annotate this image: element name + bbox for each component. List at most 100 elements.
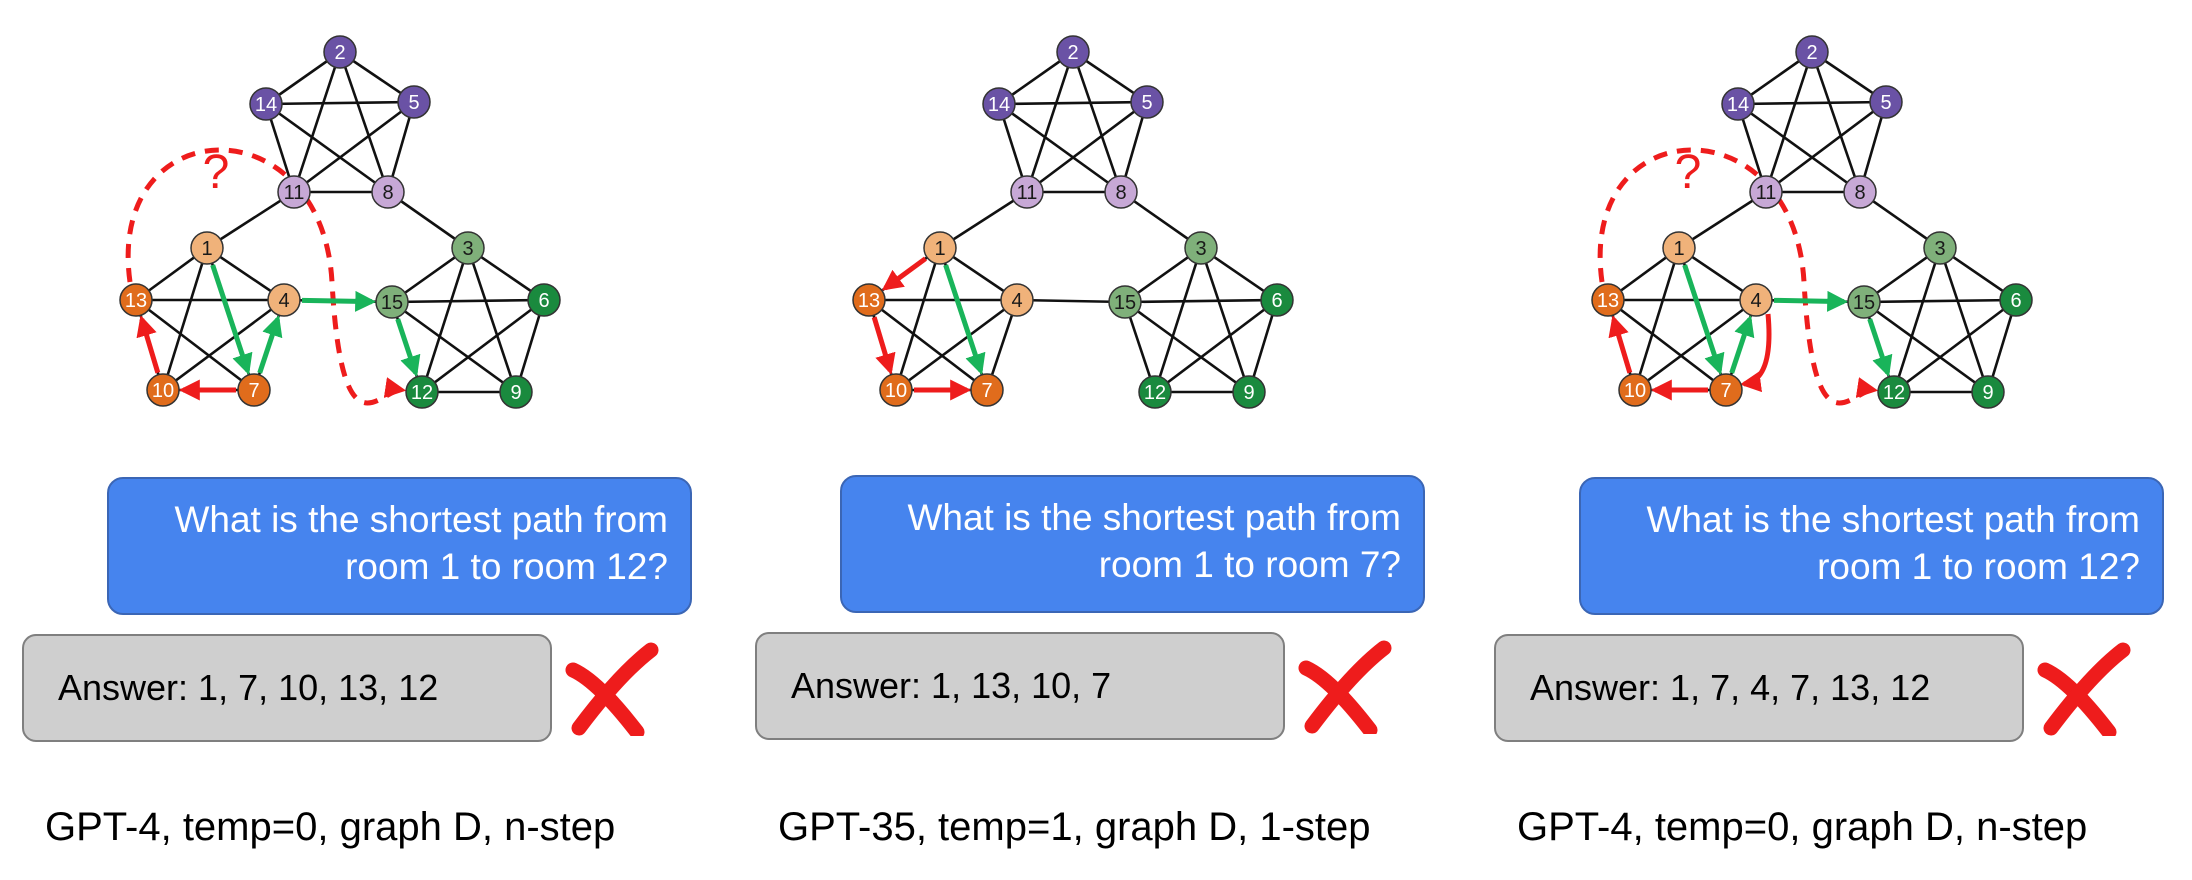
graph-node-2: 2 xyxy=(323,35,357,69)
graph-node-9: 9 xyxy=(1232,375,1266,409)
graph-edge-2-8 xyxy=(338,51,390,193)
graph-edge-1-10 xyxy=(894,247,942,391)
graph-node-7: 7 xyxy=(237,373,271,407)
graph-node-label: 14 xyxy=(1727,94,1749,116)
graph-edge-2-8 xyxy=(1810,51,1862,193)
graph-edge-3-12 xyxy=(420,247,470,393)
graph-node-label: 4 xyxy=(1011,290,1022,312)
path-arrow-15-12 xyxy=(395,318,421,378)
graph-node-label: 5 xyxy=(408,92,419,114)
graph-node-label: 8 xyxy=(1854,182,1865,204)
graph-edge-2-8 xyxy=(1071,51,1123,193)
graph-node-label: 14 xyxy=(988,94,1010,116)
dashed-path-arrow xyxy=(125,147,407,406)
graph-edge-4-10 xyxy=(1634,298,1757,392)
graph-edge-15-6 xyxy=(1863,298,2017,304)
graph-edge-2-11 xyxy=(1764,51,1814,193)
graph-node-10: 10 xyxy=(1618,373,1652,407)
answer-text: Answer: 1, 7, 10, 13, 12 xyxy=(58,667,439,708)
question-line-1: What is the shortest path from xyxy=(907,497,1401,538)
graph-node-12: 12 xyxy=(405,375,439,409)
graph-edge-14-8 xyxy=(265,102,389,194)
graph-edge-14-8 xyxy=(998,102,1122,194)
caption: GPT-4, temp=0, graph D, n-step xyxy=(45,805,616,849)
caption: GPT-35, temp=1, graph D, 1-step xyxy=(778,805,1371,849)
path-arrow-15-12 xyxy=(1867,318,1893,378)
graph-node-label: 11 xyxy=(284,182,305,204)
graph-node-12: 12 xyxy=(1877,375,1911,409)
graph-edge-14-8 xyxy=(1737,102,1861,194)
path-arrow-1-7 xyxy=(210,264,253,376)
graph-node-9: 9 xyxy=(1971,375,2005,409)
graph-node-label: 4 xyxy=(278,290,289,312)
graph-node-label: 3 xyxy=(462,238,473,260)
graph-edge-11-1 xyxy=(1678,190,1767,250)
path-arrow-13-10 xyxy=(871,316,896,375)
graph-node-label: 10 xyxy=(1624,380,1646,402)
graph-node-4: 4 xyxy=(1000,283,1034,317)
graph-node-1: 1 xyxy=(923,231,957,265)
graph-edge-15-9 xyxy=(1124,300,1250,394)
graph-node-7: 7 xyxy=(970,373,1004,407)
graph-edge-4-15 xyxy=(1016,298,1126,304)
graph-node-label: 6 xyxy=(2010,290,2021,312)
graph-edge-3-9 xyxy=(1938,247,1990,393)
graph-node-label: 12 xyxy=(1144,382,1166,404)
question-mark: ? xyxy=(1675,146,1702,199)
graph-edge-3-9 xyxy=(466,247,518,393)
graph-node-label: 7 xyxy=(248,380,259,402)
graph-edge-5-11 xyxy=(1765,100,1887,194)
graph-edge-6-12 xyxy=(1154,298,1278,394)
graph-edge-3-12 xyxy=(1153,247,1203,393)
graph-edge-15-6 xyxy=(391,298,545,304)
graph-node-label: 8 xyxy=(1115,182,1126,204)
graph-edge-2-11 xyxy=(292,51,342,193)
graph-edge-15-6 xyxy=(1124,298,1278,304)
answer-text: Answer: 1, 7, 4, 7, 13, 12 xyxy=(1530,667,1931,708)
question-bubble: What is the shortest path from room 1 to… xyxy=(840,475,1425,613)
graph-node-label: 2 xyxy=(1806,42,1817,64)
graph-node-label: 3 xyxy=(1195,238,1206,260)
graph-node-1: 1 xyxy=(190,231,224,265)
path-arrow-4-15 xyxy=(1773,290,1849,312)
caption: GPT-4, temp=0, graph D, n-step xyxy=(1517,805,2088,849)
graph-node-label: 13 xyxy=(858,290,880,312)
graph-node-14: 14 xyxy=(982,87,1016,121)
graph-node-label: 3 xyxy=(1934,238,1945,260)
graph-node-label: 12 xyxy=(1883,382,1905,404)
graph-node-2: 2 xyxy=(1795,35,1829,69)
graph-node-11: 11 xyxy=(277,175,311,209)
graph-node-label: 15 xyxy=(381,292,403,314)
graph-node-13: 13 xyxy=(1591,283,1625,317)
graph-node-7: 7 xyxy=(1709,373,1743,407)
graph-node-label: 6 xyxy=(538,290,549,312)
question-line-2: room 1 to room 7? xyxy=(1098,544,1401,585)
graph-node-4: 4 xyxy=(267,283,301,317)
graph-node-label: 6 xyxy=(1271,290,1282,312)
question-line-1: What is the shortest path from xyxy=(1646,499,2140,540)
graph-edge-1-10 xyxy=(1633,247,1681,391)
graph-node-label: 9 xyxy=(1243,382,1254,404)
graph-node-label: 4 xyxy=(1750,290,1761,312)
graph-node-10: 10 xyxy=(146,373,180,407)
graph-node-15: 15 xyxy=(1108,285,1142,319)
path-arrow-4-7 xyxy=(1739,313,1772,393)
answer-box: Answer: 1, 13, 10, 7 xyxy=(755,632,1285,740)
graph-node-label: 1 xyxy=(1673,238,1684,260)
graph-node-15: 15 xyxy=(1847,285,1881,319)
graph-edge-11-1 xyxy=(939,190,1028,250)
graph-node-label: 1 xyxy=(934,238,945,260)
path-arrow-10-13 xyxy=(1608,315,1633,374)
path-arrow-4-15 xyxy=(301,290,377,312)
graph-node-label: 8 xyxy=(382,182,393,204)
graph-node-1: 1 xyxy=(1662,231,1696,265)
graph-node-12: 12 xyxy=(1138,375,1172,409)
graph-edge-4-10 xyxy=(162,298,285,392)
graph-node-13: 13 xyxy=(852,283,886,317)
graph-node-label: 5 xyxy=(1141,92,1152,114)
graph-node-label: 9 xyxy=(510,382,521,404)
